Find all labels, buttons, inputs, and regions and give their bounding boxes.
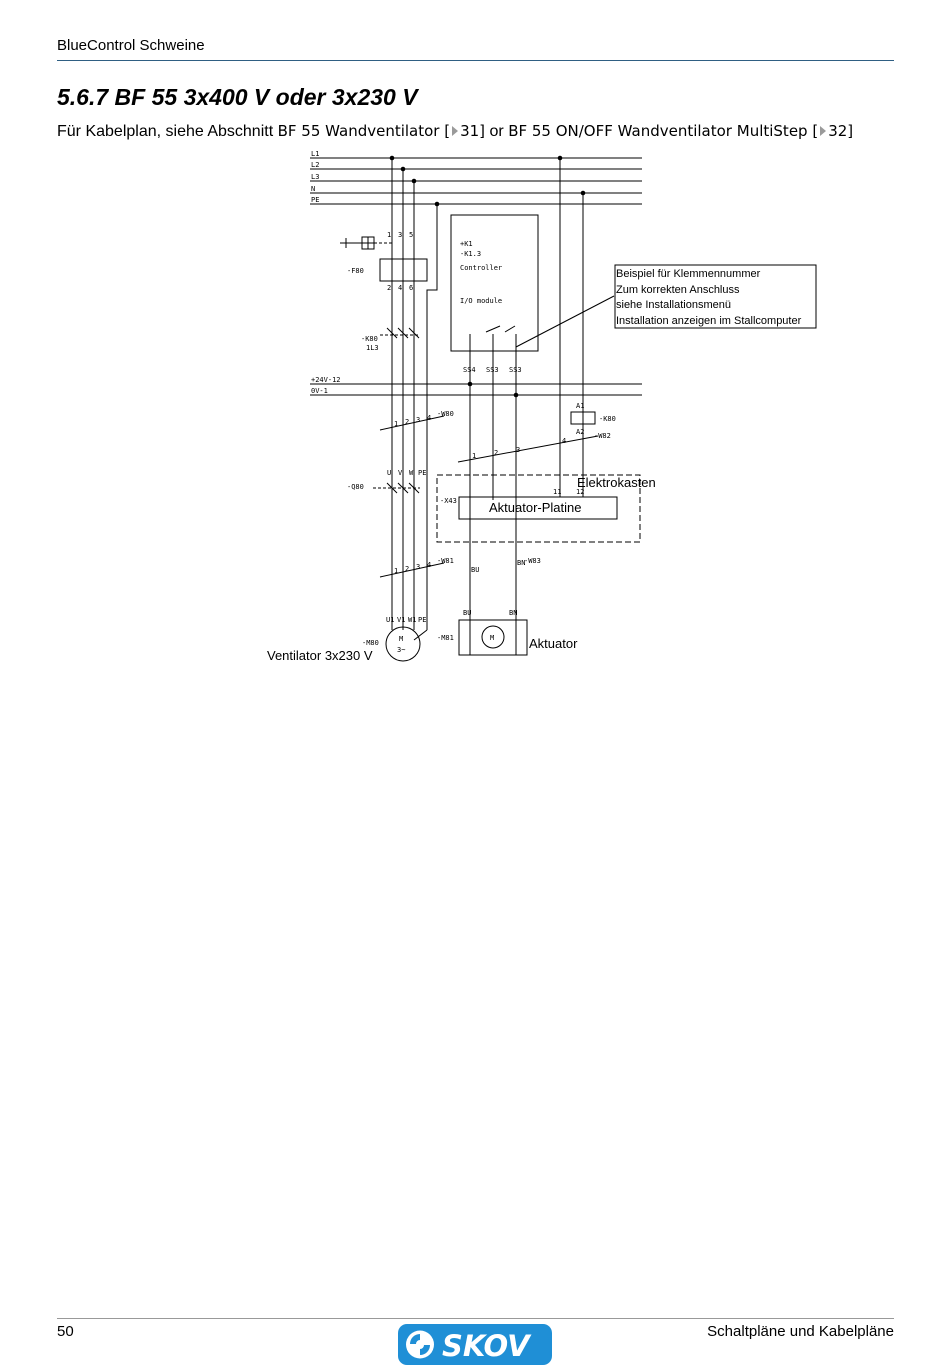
controller-label-k1: +K1 (460, 240, 473, 248)
rail-n-label: N (311, 185, 315, 193)
rail-0v-label: 0V-1 (311, 387, 328, 395)
cable-num-4: 4 (427, 414, 431, 422)
t11-label: 11 (553, 488, 561, 496)
m81-label: -M81 (437, 634, 454, 642)
rail-l3-label: L3 (311, 173, 319, 181)
cable2-num-2: 2 (405, 565, 409, 573)
k80-label: -K80 (361, 335, 378, 343)
chapter-title: Schaltpläne und Kabelpläne (707, 1323, 894, 1340)
elektrokasten-label: Elektrokasten (577, 475, 656, 490)
rail-pe-label: PE (311, 196, 319, 204)
note-line-3: siehe Installationsmenü (616, 299, 731, 311)
wiring-diagram: L1 L2 L3 N PE +24V-12 0V-1 +K1 -K1.3 Con… (267, 150, 817, 663)
rail-l2-label: L2 (311, 161, 319, 169)
logo-background (398, 1324, 552, 1365)
contact-6: 6 (409, 284, 413, 292)
cable2-num-3: 3 (416, 563, 420, 571)
cross-ref-link-2[interactable]: BF 55 ON/OFF Wandventilator MultiStep [ 3… (508, 122, 853, 140)
cable-num-3: 3 (416, 416, 420, 424)
cable-num-1: 1 (394, 420, 398, 428)
bn-label: BN (517, 559, 525, 567)
a2-label: A2 (576, 428, 584, 436)
term-u: U (387, 469, 391, 477)
cable2-num-4: 4 (427, 561, 431, 569)
term-v: V (398, 469, 403, 477)
skov-logo: SKOV (398, 1324, 552, 1365)
w80-label: -W80 (437, 410, 454, 418)
term-w: W (409, 469, 414, 477)
rail-24v-label: +24V-12 (311, 376, 341, 384)
bu-label: BU (471, 566, 479, 574)
link2-text: BF 55 ON/OFF Wandventilator MultiStep [ (508, 122, 819, 140)
page-number: 50 (57, 1323, 74, 1340)
contact-5: 5 (409, 231, 413, 239)
q80-label: -Q80 (347, 483, 364, 491)
term-u1: U1 (386, 616, 394, 624)
w81-label: -W81 (437, 557, 454, 565)
controller-label: Controller (460, 264, 502, 272)
arrow-right-icon (452, 126, 459, 136)
contact-2: 2 (387, 284, 391, 292)
term-v1: V1 (397, 616, 405, 624)
header-rule (57, 60, 894, 61)
term-w1: W1 (408, 616, 416, 624)
running-header: BlueControl Schweine (57, 37, 205, 54)
x43-label: -X43 (440, 497, 457, 505)
terminal-ss3b: SS3 (509, 366, 522, 374)
actuator-m-label: M (490, 634, 494, 642)
bn-term-label: BN (509, 609, 517, 617)
note-line-4: Installation anzeigen im Stallcomputer (616, 315, 802, 327)
intro-prefix: Für Kabelplan, siehe Abschnitt (57, 123, 274, 140)
controller-label-k13: -K1.3 (460, 250, 481, 258)
motor-sub-label: 3~ (397, 646, 405, 654)
cable2-num-1: 1 (394, 567, 398, 575)
note-line-1: Beispiel für Klemmennummer (616, 268, 761, 280)
w83-label: -W83 (524, 557, 541, 565)
k80-sub-label: 1L3 (366, 344, 379, 352)
w82-num-2: 2 (494, 449, 498, 457)
intro-or: or (489, 123, 504, 140)
logo-text: SKOV (442, 1329, 532, 1363)
rail-l1-label: L1 (311, 150, 319, 158)
t12-label: 12 (576, 488, 584, 496)
f80-label: -F80 (347, 267, 364, 275)
a1-label: A1 (576, 402, 584, 410)
io-module-label: I/O module (460, 297, 502, 305)
footer-rule (57, 1318, 894, 1319)
w82-num-3: 3 (516, 446, 520, 454)
cross-ref-link-1[interactable]: BF 55 Wandventilator [ 31] (278, 122, 485, 140)
k80-coil-label: -K80 (599, 415, 616, 423)
aktuator-label: Aktuator (529, 636, 578, 651)
w82-num-1: 1 (472, 452, 476, 460)
cable-num-2: 2 (405, 418, 409, 426)
aktuator-platine-label: Aktuator-Platine (489, 500, 582, 515)
terminal-ss3a: SS3 (486, 366, 499, 374)
contact-1: 1 (387, 231, 391, 239)
term-pe: PE (418, 469, 426, 477)
intro-paragraph: Für Kabelplan, siehe Abschnitt BF 55 Wan… (57, 122, 853, 141)
motor-m-label: M (399, 635, 403, 643)
contact-4: 4 (398, 284, 402, 292)
terminal-ss4: SS4 (463, 366, 476, 374)
w82-label: -W82 (594, 432, 611, 440)
link1-text: BF 55 Wandventilator [ (277, 122, 451, 140)
link2-page: 32] (828, 122, 854, 140)
note-line-2: Zum korrekten Anschluss (616, 284, 740, 296)
m80-label: -M80 (362, 639, 379, 647)
term-pe1: PE (418, 616, 426, 624)
bu-term-label: BU (463, 609, 471, 617)
ventilator-label: Ventilator 3x230 V (267, 648, 373, 663)
arrow-right-icon (820, 126, 827, 136)
contact-3: 3 (398, 231, 402, 239)
w82-num-4: 4 (562, 437, 566, 445)
link1-page: 31] (460, 122, 486, 140)
section-heading: 5.6.7 BF 55 3x400 V oder 3x230 V (57, 84, 418, 110)
